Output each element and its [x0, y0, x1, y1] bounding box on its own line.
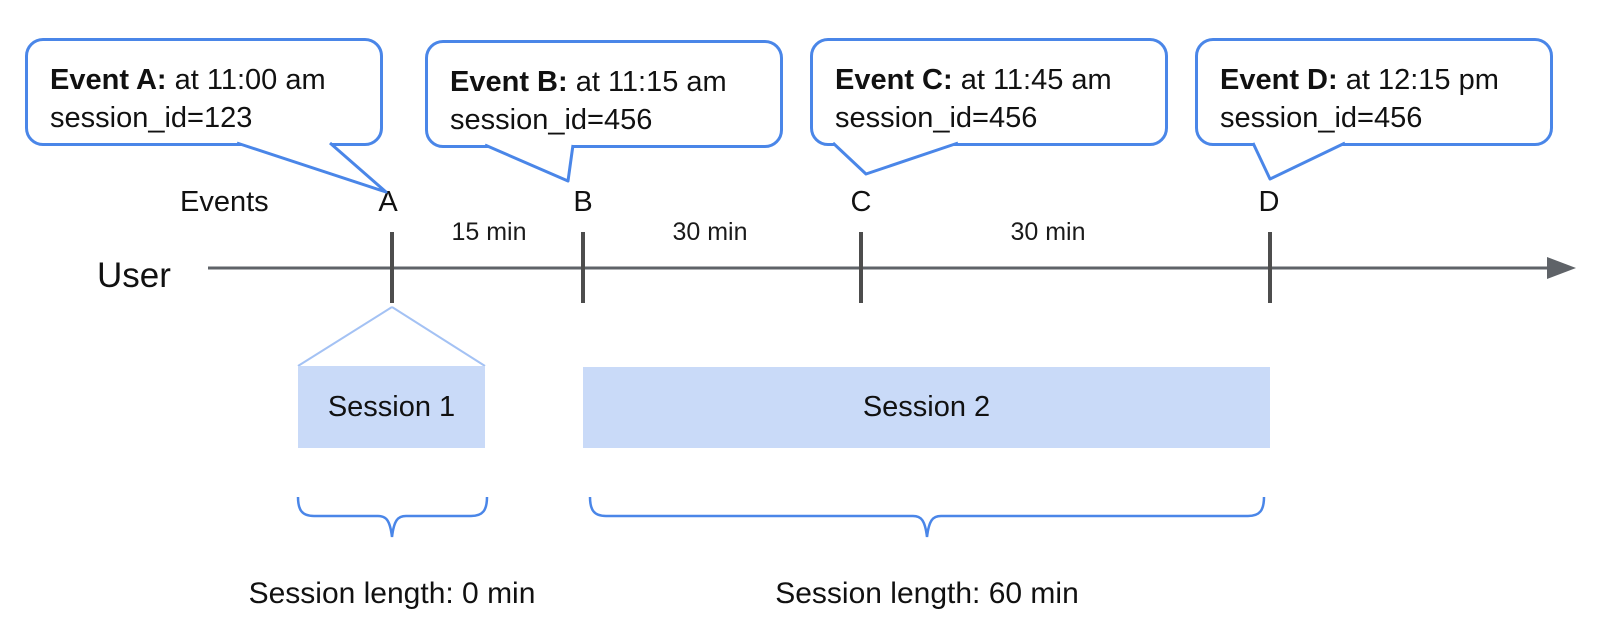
callout-event-a-session: session_id=123 — [50, 102, 253, 134]
session1-funnel-lines — [297, 306, 486, 367]
callout-event-a-time: at 11:00 am — [174, 64, 326, 96]
event-marker-c: C — [850, 186, 872, 218]
session2-brace — [588, 496, 1266, 538]
interval-c-d-label: 30 min — [1010, 218, 1086, 246]
session-1-box: Session 1 — [298, 366, 485, 448]
callout-event-d-time: at 12:15 pm — [1345, 64, 1499, 96]
callout-event-b-title: Event B: — [450, 66, 568, 98]
timeline-arrowhead-icon — [1547, 257, 1576, 279]
event-marker-d: D — [1258, 186, 1280, 218]
callout-event-a-title: Event A: — [50, 64, 167, 96]
callout-event-c-session: session_id=456 — [835, 102, 1038, 134]
callout-tail-c — [831, 141, 959, 176]
callout-event-b: Event B: at 11:15 am session_id=456 — [425, 40, 783, 148]
callout-event-c-time: at 11:45 am — [960, 64, 1112, 96]
session-1-label: Session 1 — [327, 390, 456, 423]
interval-b-c-label: 30 min — [672, 218, 748, 246]
callout-event-d-session: session_id=456 — [1220, 102, 1423, 134]
callout-event-c: Event C: at 11:45 am session_id=456 — [810, 38, 1168, 146]
callout-event-a: Event A: at 11:00 am session_id=123 — [25, 38, 383, 146]
callout-event-d-title: Event D: — [1220, 64, 1338, 96]
user-timeline-label: User — [97, 256, 171, 295]
callout-tail-d — [1251, 141, 1346, 181]
callout-event-b-session: session_id=456 — [450, 104, 653, 136]
event-marker-a: A — [378, 186, 398, 218]
interval-a-b-label: 15 min — [451, 218, 527, 246]
callout-event-b-time: at 11:15 am — [575, 66, 727, 98]
session-2-label: Session 2 — [862, 391, 991, 423]
session1-brace — [296, 496, 489, 538]
callout-tail-b — [484, 143, 575, 183]
callout-event-c-title: Event C: — [835, 64, 953, 96]
session-2-length-label: Session length: 60 min — [775, 577, 1079, 610]
event-marker-b: B — [573, 186, 593, 218]
session-2-box: Session 2 — [583, 367, 1270, 448]
session-1-length-label: Session length: 0 min — [248, 577, 536, 610]
events-row-label: Events — [180, 186, 269, 218]
callout-event-d: Event D: at 12:15 pm session_id=456 — [1195, 38, 1553, 146]
callout-tail-a — [236, 141, 388, 194]
